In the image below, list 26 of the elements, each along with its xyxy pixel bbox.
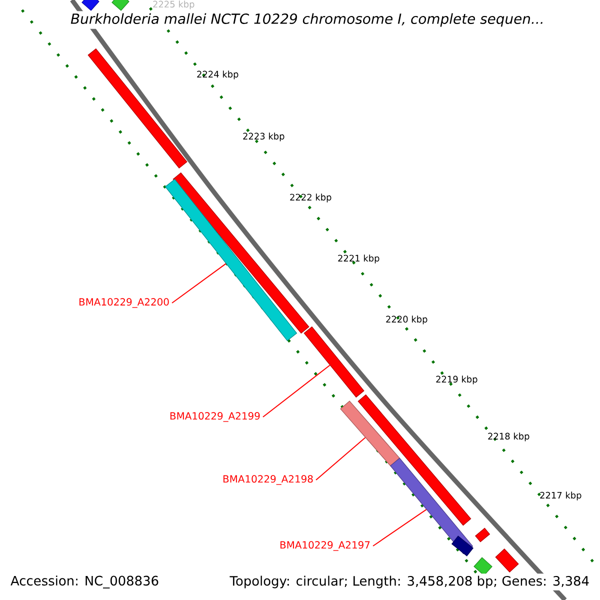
topology-text: Topology: circular; Length: 3,458,208 bp; Genes: 3,384: [228, 574, 592, 590]
tick-label: 2222 kbp: [290, 194, 332, 202]
gene-label: BMA10229_A2200: [79, 298, 169, 308]
gene-bar: [172, 172, 310, 334]
gene-bar: [358, 394, 472, 526]
gene-label: BMA10229_A2197: [280, 541, 370, 551]
tick-label: 2223 kbp: [243, 132, 284, 142]
gene-bar: [112, 0, 130, 11]
gene-label: BMA10229_A2198: [223, 475, 313, 485]
gene-bar: [474, 557, 492, 576]
gene-bar: [82, 0, 100, 11]
tick-label: 2219 kbp: [436, 376, 478, 384]
tick-label: 2224 kbp: [197, 70, 238, 80]
title: Burkholderia mallei NCTC 10229 chromosome I, complete sequen...: [68, 11, 546, 29]
leader-line: [172, 263, 226, 304]
leader-line: [372, 509, 427, 546]
tick-label: 2220 kbp: [386, 316, 428, 324]
tick-label: 2225 kbp: [153, 0, 194, 10]
leader-line: [262, 364, 330, 418]
accession-text: Accession: NC_008836: [8, 573, 162, 591]
leader-line: [316, 437, 366, 480]
tick-label: 2218 kbp: [488, 432, 530, 442]
gene-bar: [340, 400, 400, 466]
tick-label: 2221 kbp: [338, 254, 380, 264]
tick-label: 2217 kbp: [540, 492, 582, 500]
gene-label: BMA10229_A2199: [170, 412, 260, 422]
